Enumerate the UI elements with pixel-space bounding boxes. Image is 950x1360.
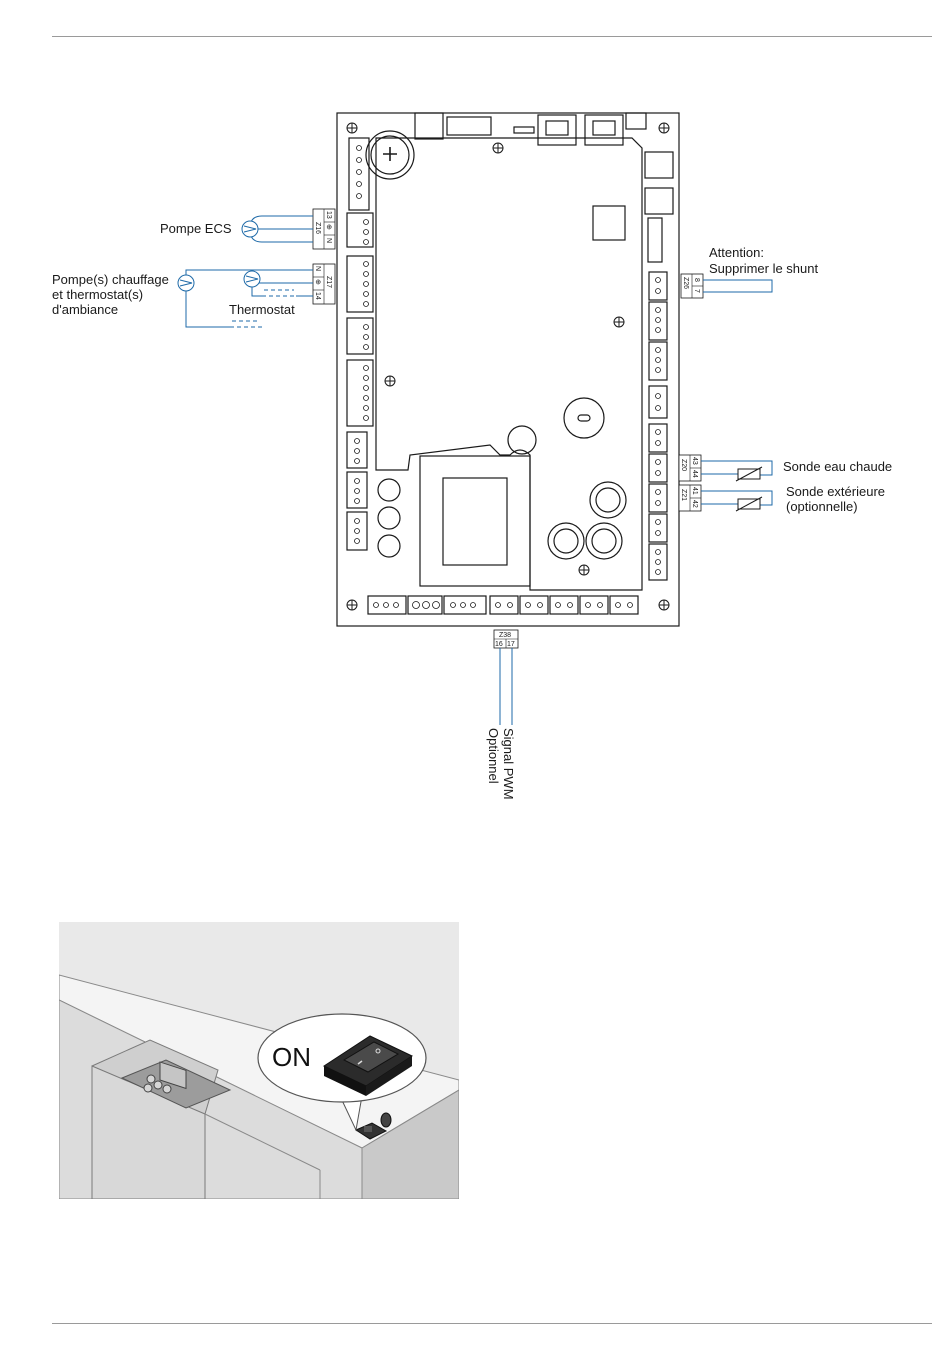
terminal-z21: Z21 41 42 — [679, 485, 701, 511]
terminal-z16-id: Z16 — [314, 222, 321, 234]
terminal-z21-id: Z21 — [680, 489, 687, 501]
label-supprimer-shunt: Supprimer le shunt — [709, 261, 818, 276]
terminal-z16-pin: ⊕ — [325, 224, 332, 230]
label-pompe-chauffage-3: d'ambiance — [52, 302, 118, 317]
terminal-z26: Z26 8 7 — [681, 274, 703, 298]
terminal-z38: Z38 16 17 — [494, 630, 518, 648]
terminal-z26-pin: 8 — [693, 278, 700, 282]
terminal-z21-pin: 42 — [691, 500, 698, 508]
label-sonde-eau-chaude: Sonde eau chaude — [783, 459, 892, 474]
on-label: ON — [272, 1042, 311, 1072]
terminal-z21-pin: 41 — [691, 487, 698, 495]
terminal-z26-id: Z26 — [682, 277, 689, 289]
terminal-z38-id: Z38 — [499, 632, 511, 639]
terminal-z26-pin: 7 — [693, 289, 700, 293]
label-pompe-chauffage-2: et thermostat(s) — [52, 287, 143, 302]
terminal-z20: Z20 43 44 — [679, 455, 701, 481]
label-optionnelle: (optionnelle) — [786, 499, 858, 514]
terminal-z17-pin: 14 — [314, 292, 321, 300]
label-sonde-exterieure: Sonde extérieure — [786, 484, 885, 499]
rocker-switch-icon — [324, 1036, 412, 1086]
terminal-z16-pin: 13 — [325, 211, 332, 219]
terminal-z20-pin: 44 — [691, 470, 698, 478]
terminal-z20-pin: 43 — [691, 457, 698, 465]
terminal-z16-pin: N — [325, 238, 332, 243]
label-pompe-ecs: Pompe ECS — [160, 221, 232, 236]
terminal-z20-id: Z20 — [680, 459, 687, 471]
terminal-z38-pin: 16 — [495, 641, 503, 648]
label-signal-pwm: Signal PWM — [501, 728, 516, 800]
label-attention: Attention: — [709, 245, 764, 260]
terminal-z17-id: Z17 — [325, 276, 332, 288]
terminal-z38-pin: 17 — [507, 641, 515, 648]
bottom-rule — [52, 1323, 932, 1324]
label-optionnel: Optionnel — [486, 728, 501, 784]
sensor-symbols — [736, 467, 762, 511]
label-thermostat: Thermostat — [229, 302, 295, 317]
terminal-z17-pin: ⊕ — [314, 279, 321, 285]
terminal-z17: Z17 N ⊕ 14 — [313, 264, 335, 304]
label-pompe-chauffage-1: Pompe(s) chauffage — [52, 272, 169, 287]
control-board — [337, 113, 679, 626]
wiring-diagram: Z16 13 ⊕ N Z17 N ⊕ 14 Z26 8 7 Z20 43 44 … — [0, 0, 950, 860]
terminal-z16: Z16 13 ⊕ N — [313, 209, 335, 249]
terminal-z17-pin: N — [314, 266, 321, 271]
